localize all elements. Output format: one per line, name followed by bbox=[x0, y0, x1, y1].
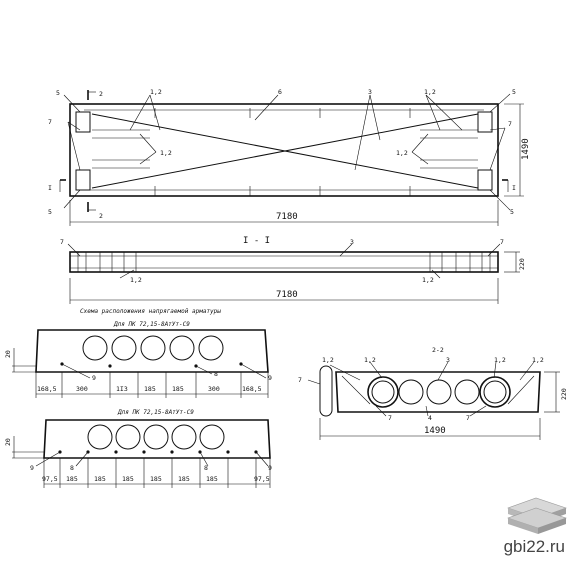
lower-callout-8: 8 bbox=[204, 464, 208, 472]
callout-7: 7 bbox=[48, 118, 52, 126]
callout-1-2: 1,2 bbox=[424, 88, 436, 96]
callout-4: 4 bbox=[428, 414, 432, 422]
plan-width-label: 1490 bbox=[521, 138, 531, 160]
callout-1-2: 1,2 bbox=[150, 88, 162, 96]
section-2-2-title: 2-2 bbox=[432, 346, 444, 354]
cut-mark-top: 2 bbox=[99, 90, 103, 98]
lower-dim-4: 185 bbox=[122, 475, 134, 483]
lower-callout-9: 9 bbox=[30, 464, 34, 472]
section-2-2-width: 1490 bbox=[424, 426, 446, 436]
section-1-1: I - I 7 7 3 1,2 1,2 220 7180 bbox=[60, 236, 526, 304]
callout-7: 7 bbox=[500, 238, 504, 246]
upper-dim-4: 185 bbox=[144, 385, 156, 393]
watermark: gbi22.ru bbox=[503, 537, 565, 556]
upper-dim-2: 300 bbox=[76, 385, 88, 393]
upper-callout-9: 9 bbox=[268, 374, 272, 382]
section-2-2: 2-2 1,2 1,2 3 1,2 1,2 7 7 4 7 220 bbox=[298, 346, 568, 440]
lower-slab-section bbox=[43, 419, 271, 459]
callout-7: 7 bbox=[388, 414, 392, 422]
lower-dim-2: 185 bbox=[66, 475, 78, 483]
section-2-2-outline bbox=[335, 371, 541, 413]
upper-dim-7: 168,5 bbox=[242, 385, 262, 393]
callout-5: 5 bbox=[510, 208, 514, 216]
callout-3: 3 bbox=[350, 238, 354, 246]
upper-side-dim: 20 bbox=[4, 350, 12, 358]
callout-6: 6 bbox=[278, 88, 282, 96]
callout-1-2: 1,2 bbox=[130, 276, 142, 284]
lower-dim-3: 185 bbox=[94, 475, 106, 483]
callout-7: 7 bbox=[466, 414, 470, 422]
lower-dim-6: 185 bbox=[178, 475, 190, 483]
upper-dim-6: 300 bbox=[208, 385, 220, 393]
callout-1-2: 1,2 bbox=[422, 276, 434, 284]
callout-1-2: 1,2 bbox=[160, 149, 172, 157]
callout-1-2: 1,2 bbox=[532, 356, 544, 364]
section-2-2-height: 220 bbox=[560, 388, 568, 400]
callout-7: 7 bbox=[508, 120, 512, 128]
section-1-1-outline bbox=[69, 251, 499, 273]
callout-3: 3 bbox=[446, 356, 450, 364]
callout-5: 5 bbox=[48, 208, 52, 216]
lower-dim-7: 185 bbox=[206, 475, 218, 483]
callout-1-2: 1,2 bbox=[364, 356, 376, 364]
upper-callout-8: 8 bbox=[214, 370, 218, 378]
upper-dim-3: 1I3 bbox=[116, 385, 128, 393]
callout-5: 5 bbox=[512, 88, 516, 96]
slab-stack-logo bbox=[507, 497, 567, 534]
cut-mark-bottom: 2 bbox=[99, 212, 103, 220]
callout-5: 5 bbox=[56, 89, 60, 97]
side-mark-left: I bbox=[48, 184, 52, 192]
side-mark-right: I bbox=[512, 184, 516, 192]
section-1-1-title: I - I bbox=[243, 236, 270, 246]
lower-dim-8: 97,5 bbox=[254, 475, 270, 483]
callout-1-2: 1,2 bbox=[396, 149, 408, 157]
lower-dim-5: 185 bbox=[150, 475, 162, 483]
lower-callout-8: 8 bbox=[70, 464, 74, 472]
callout-1-2: 1,2 bbox=[322, 356, 334, 364]
lower-callout-9: 9 bbox=[268, 464, 272, 472]
lower-side-dim: 20 bbox=[4, 438, 12, 446]
section-1-1-height: 220 bbox=[518, 258, 526, 270]
callout-3: 3 bbox=[368, 88, 372, 96]
lower-dim-1: 97,5 bbox=[42, 475, 58, 483]
plan-length-label: 7180 bbox=[276, 212, 298, 222]
upper-callout-9: 9 bbox=[92, 374, 96, 382]
scheme-upper-subtitle: Для ПК 72,15-8AтУт-С9 bbox=[113, 321, 190, 328]
prestressed-scheme: Схема расположения напрягаемой арматуры … bbox=[4, 308, 272, 488]
section-1-1-length: 7180 bbox=[276, 290, 298, 300]
plan-view: 7180 1490 2 2 I I 5 5 5 5 1,2 6 3 bbox=[48, 88, 531, 226]
upper-dim-5: 185 bbox=[172, 385, 184, 393]
callout-7: 7 bbox=[298, 376, 302, 384]
scheme-lower-subtitle: Для ПК 72,15-8AтУт-С9 bbox=[117, 409, 194, 416]
callout-1-2: 1,2 bbox=[494, 356, 506, 364]
scheme-heading: Схема расположения напрягаемой арматуры bbox=[80, 308, 221, 315]
plan-outline bbox=[69, 103, 499, 197]
callout-7: 7 bbox=[60, 238, 64, 246]
upper-dim-1: 168,5 bbox=[37, 385, 57, 393]
